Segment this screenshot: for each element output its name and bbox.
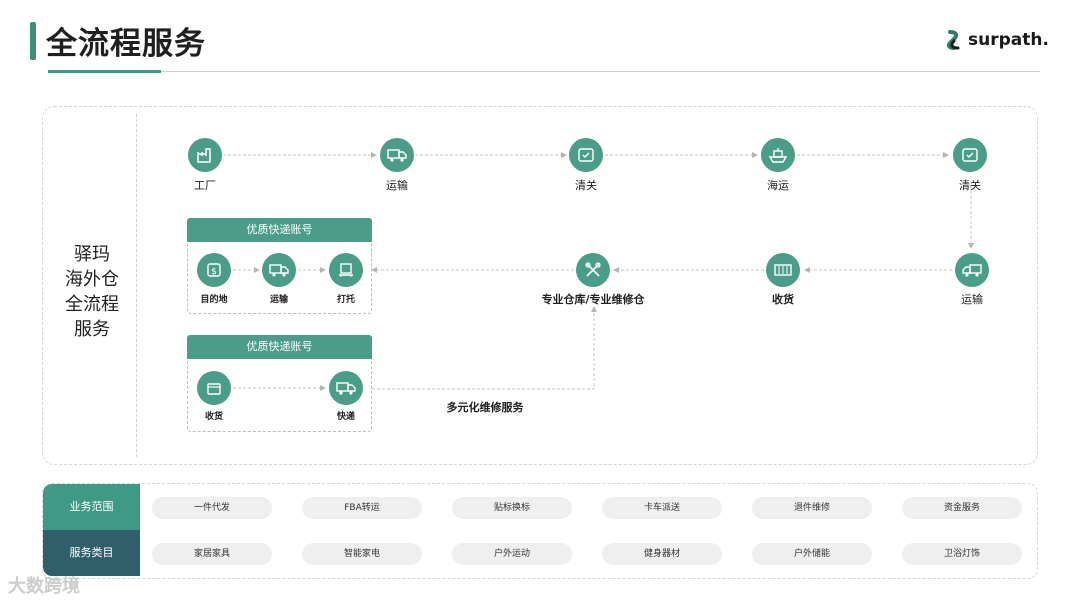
box-icon xyxy=(197,371,231,405)
truck-icon xyxy=(380,138,414,172)
business-scope-label: 业务范围 xyxy=(43,484,140,530)
truck-icon xyxy=(329,371,363,405)
panel2-node-express xyxy=(329,371,363,405)
express-panel-1: 优质快递账号 xyxy=(187,218,372,314)
truck-icon xyxy=(262,253,296,287)
repair-service-label: 多元化维修服务 xyxy=(446,401,524,414)
side-title-line: 海外仓 xyxy=(65,269,119,290)
flow-node-customs xyxy=(569,138,603,172)
side-title-line: 服务 xyxy=(74,319,110,340)
logo-text: surpath. xyxy=(968,30,1049,50)
panel1-node-transport xyxy=(262,253,296,287)
title-divider xyxy=(48,71,1040,72)
flow-node-transport-2 xyxy=(955,253,989,287)
customs-icon xyxy=(953,138,987,172)
svg-text:$: $ xyxy=(211,267,217,277)
ship-icon xyxy=(761,138,795,172)
title-accent-bar xyxy=(30,22,36,60)
business-scope-item: FBA转运 xyxy=(302,497,422,519)
business-scope-item: 退件维修 xyxy=(752,497,872,519)
side-divider xyxy=(136,114,137,457)
panel-node-label: 快递 xyxy=(336,412,355,422)
truck-icon xyxy=(955,253,989,287)
flow-node-warehouse xyxy=(576,253,610,287)
service-category-item: 家居家具 xyxy=(152,543,272,565)
flow-label: 海运 xyxy=(767,179,789,192)
flow-label: 运输 xyxy=(961,293,983,306)
service-category-item: 卫浴灯饰 xyxy=(902,543,1022,565)
service-category-item: 户外运动 xyxy=(452,543,572,565)
flow-label: 清关 xyxy=(959,179,981,192)
title-underline-accent xyxy=(48,70,161,73)
business-scope-item: 卡车派送 xyxy=(602,497,722,519)
side-title-line: 全流程 xyxy=(65,294,119,315)
flow-node-transport xyxy=(380,138,414,172)
panel1-node-pallet xyxy=(329,253,363,287)
flow-diagram-frame xyxy=(42,106,1038,465)
customs-icon xyxy=(569,138,603,172)
panel-title: 优质快递账号 xyxy=(187,218,372,242)
panel-node-label: 打托 xyxy=(336,295,355,305)
arrow-repair-warehouse xyxy=(372,306,597,390)
business-scope-item: 一件代发 xyxy=(152,497,272,519)
business-scope-item: 贴标换标 xyxy=(452,497,572,519)
business-table xyxy=(42,483,1038,579)
flow-node-shipping xyxy=(761,138,795,172)
flow-label: 运输 xyxy=(386,179,408,192)
service-category-item: 健身器材 xyxy=(602,543,722,565)
service-category-item: 户外储能 xyxy=(752,543,872,565)
express-panel-2: 优质快递账号 xyxy=(187,335,372,432)
flow-label: 清关 xyxy=(575,179,597,192)
page-title: 全流程服务 xyxy=(46,26,206,62)
watermark: 大数跨境 xyxy=(8,576,80,597)
side-title-line: 驿玛 xyxy=(74,244,110,265)
factory-icon xyxy=(188,138,222,172)
flow-node-customs-2 xyxy=(953,138,987,172)
service-category-item: 智能家电 xyxy=(302,543,422,565)
brand-logo: surpath. xyxy=(944,30,1049,50)
flow-label: 收货 xyxy=(772,293,794,306)
panel1-node-destination: $ xyxy=(197,253,231,287)
tools-icon xyxy=(576,253,610,287)
container-icon xyxy=(766,253,800,287)
panel-node-label: 目的地 xyxy=(200,295,228,305)
logo-mark-icon xyxy=(946,30,960,50)
flow-label: 工厂 xyxy=(194,179,216,192)
pallet-icon xyxy=(329,253,363,287)
panel-title: 优质快递账号 xyxy=(187,335,372,359)
panel-node-label: 收货 xyxy=(204,412,223,422)
side-title: 驿玛 海外仓 全流程 服务 xyxy=(52,242,132,342)
panel2-node-receive xyxy=(197,371,231,405)
business-scope-item: 资金服务 xyxy=(902,497,1022,519)
flow-node-receive xyxy=(766,253,800,287)
flow-node-factory xyxy=(188,138,222,172)
service-category-label: 服务类目 xyxy=(43,530,140,576)
flow-label: 专业仓库/专业维修仓 xyxy=(541,293,645,306)
panel-node-label: 运输 xyxy=(269,295,288,305)
destination-icon: $ xyxy=(197,253,231,287)
